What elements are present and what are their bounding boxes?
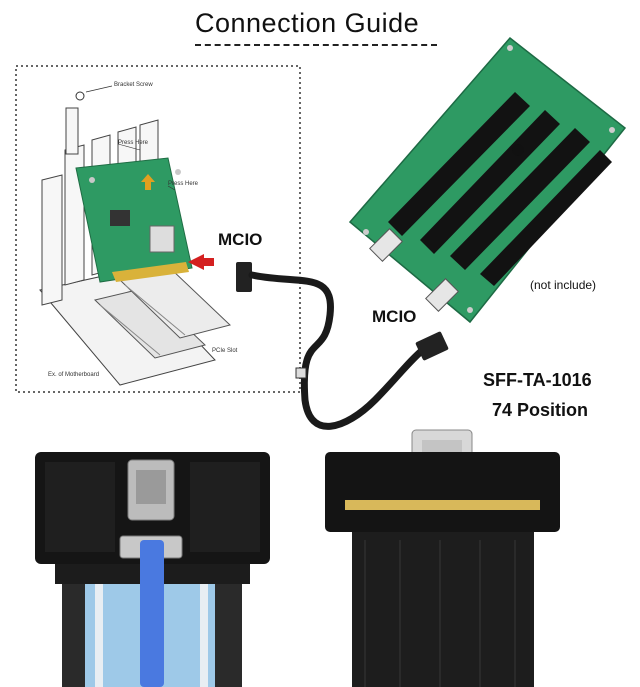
bracket-screw (75, 91, 85, 101)
mcio-connector-closeup-left (35, 452, 270, 687)
install-diagram-frame (15, 65, 301, 393)
label-bracket-screw: Bracket Screw (114, 82, 153, 88)
label-press-here-2: Press Here (168, 181, 199, 187)
label-spec-positions: 74 Position (492, 400, 589, 420)
adapter-card (75, 157, 193, 283)
insert-arrow-icon (188, 254, 214, 270)
page-title: Connection Guide (195, 8, 420, 38)
title-underline (195, 44, 437, 46)
press-down-arrow-icon (141, 174, 155, 190)
mcio-connector-closeup-right (325, 429, 560, 687)
mcio-cable (236, 262, 449, 430)
mcio-connector-left (236, 262, 252, 292)
label-mcio-left: MCIO (218, 230, 263, 249)
motherboard-sketch (39, 267, 231, 386)
label-spec-standard: SFF-TA-1016 (483, 370, 592, 390)
label-press-here-1: Press Here (118, 140, 149, 146)
label-pcie-slot: PCIe Slot (212, 348, 238, 354)
pull-tab-blue (140, 540, 164, 687)
label-mcio-right: MCIO (372, 307, 417, 326)
mcio-connector-right (415, 331, 449, 361)
label-motherboard: Ex. of Motherboard (48, 372, 100, 378)
pcie-riser-board (348, 36, 627, 324)
label-not-included: (not include) (530, 278, 597, 292)
